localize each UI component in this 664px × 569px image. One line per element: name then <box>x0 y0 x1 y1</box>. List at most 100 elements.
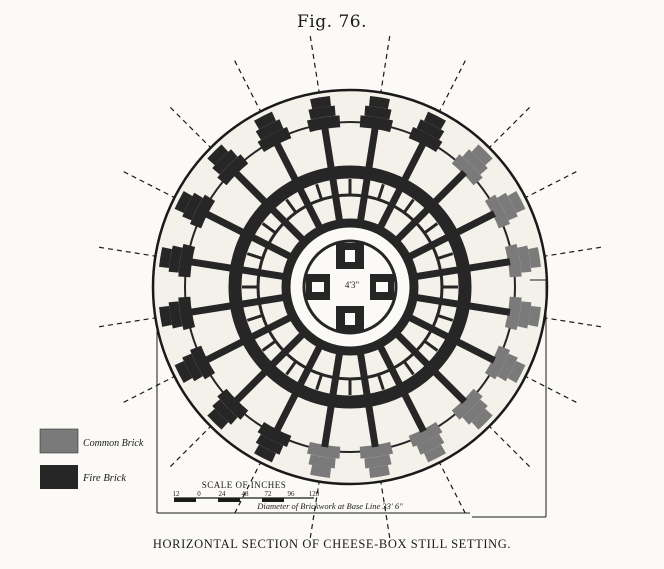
scale-tick-label: 48 <box>242 490 250 498</box>
brick-block-inner <box>217 388 249 420</box>
flue-wall <box>189 258 286 281</box>
brick-block-inner <box>359 115 394 133</box>
brick-block-outer <box>424 111 446 130</box>
right-dimension-leader <box>472 279 547 518</box>
flue-wall <box>414 293 511 316</box>
center-dimension-label: 4'3" <box>345 280 360 290</box>
brick-block-outer <box>471 144 493 166</box>
brick-block-outer <box>528 247 541 268</box>
brick-block-inner <box>189 345 216 380</box>
brick-block-mid <box>462 399 488 425</box>
brick-block-mid <box>462 149 488 175</box>
brick-blocks <box>159 96 541 478</box>
brick-block-outer <box>528 306 541 327</box>
flue-wall <box>273 141 324 230</box>
inner-partition <box>402 198 415 214</box>
flue-wall <box>356 126 379 223</box>
brick-block-inner <box>504 296 522 331</box>
flue-wall <box>232 331 306 405</box>
inner-partition <box>261 339 277 352</box>
inner-partition <box>285 360 298 376</box>
brick-block-outer <box>424 444 446 463</box>
brick-block-outer <box>507 191 526 213</box>
brick-block-mid <box>255 119 284 140</box>
figure-label: Fig. 76. <box>297 12 367 32</box>
brick-block-inner <box>484 194 511 229</box>
brick-block-inner <box>257 126 292 153</box>
scale-tick-label: 0 <box>197 490 201 498</box>
flue-wall <box>356 351 379 448</box>
figure-caption: HORIZONTAL SECTION OF CHEESE-BOX STILL S… <box>152 537 512 551</box>
brick-block-mid <box>255 434 284 455</box>
inner-partition <box>261 222 277 235</box>
brick-block-inner <box>504 243 522 278</box>
brick-block-inner <box>408 421 443 448</box>
brick-block-outer <box>507 361 526 383</box>
inner-partition <box>377 183 385 200</box>
brick-block-inner <box>359 441 394 459</box>
brick-block-inner <box>306 115 341 133</box>
flue-wall <box>394 169 468 243</box>
flue-wall <box>273 344 324 433</box>
scale-tick-label: 120 <box>309 490 320 498</box>
dimension-label: Diameter of Brickwork at Base Line 33' 6… <box>256 501 403 511</box>
brick-block-mid <box>364 454 392 469</box>
scale-title: SCALE OF INCHES <box>202 480 287 490</box>
brick-block-mid <box>416 119 445 140</box>
brick-block-inner <box>189 194 216 229</box>
inner-partition <box>315 183 323 200</box>
scale-tick-label: 72 <box>265 490 273 498</box>
inner-partition <box>402 360 415 376</box>
inner-partition <box>423 222 439 235</box>
brick-block-mid <box>182 192 203 221</box>
scale-tick-label: 96 <box>288 490 296 498</box>
inner-partition <box>285 198 298 214</box>
flue-ring <box>228 165 472 409</box>
flue-wall <box>407 210 496 261</box>
flue-wall <box>204 313 293 364</box>
brick-block-mid <box>182 353 203 382</box>
brick-block-outer <box>254 444 276 463</box>
brick-block-outer <box>471 408 493 430</box>
brick-block-mid <box>168 245 183 273</box>
brick-block-mid <box>212 399 238 425</box>
brick-block-outer <box>207 408 229 430</box>
brick-block-mid <box>364 105 392 120</box>
legend-swatch-fire-brick <box>40 465 78 489</box>
flue-wall <box>321 351 344 448</box>
flue-wall <box>321 126 344 223</box>
brick-block-inner <box>408 126 443 153</box>
base-dimension: Diameter of Brickwork at Base Line 33' 6… <box>168 501 470 514</box>
flue-wall <box>376 141 427 230</box>
inner-ring-line <box>256 193 444 381</box>
brick-block-outer <box>207 144 229 166</box>
brick-block-outer <box>310 96 331 109</box>
brick-block-outer <box>254 111 276 130</box>
brick-block-outer <box>369 96 390 109</box>
inner-partition <box>437 314 454 322</box>
brick-block-inner <box>178 243 196 278</box>
brick-block-inner <box>451 388 483 420</box>
left-dimension-leader <box>156 330 168 514</box>
legend: Common Brick Fire Brick <box>39 428 144 489</box>
scale-tick-label: 24 <box>219 490 227 498</box>
brick-block-inner <box>306 441 341 459</box>
brick-block-outer <box>174 191 193 213</box>
legend-swatch-common-brick <box>39 428 79 454</box>
brick-block-outer <box>369 465 390 478</box>
brick-block-mid <box>308 105 336 120</box>
flue-wall <box>189 293 286 316</box>
brick-block-mid <box>168 301 183 329</box>
brick-block-inner <box>484 345 511 380</box>
center-inner-ring <box>302 239 398 335</box>
brick-block-outer <box>159 247 172 268</box>
radial-flue-walls <box>189 126 511 448</box>
inner-fire-ring-outer <box>184 121 516 453</box>
inner-partition <box>437 252 454 260</box>
flue-wall <box>394 331 468 405</box>
flue-wall <box>407 313 496 364</box>
scale-tick-label: 12 <box>173 490 181 498</box>
